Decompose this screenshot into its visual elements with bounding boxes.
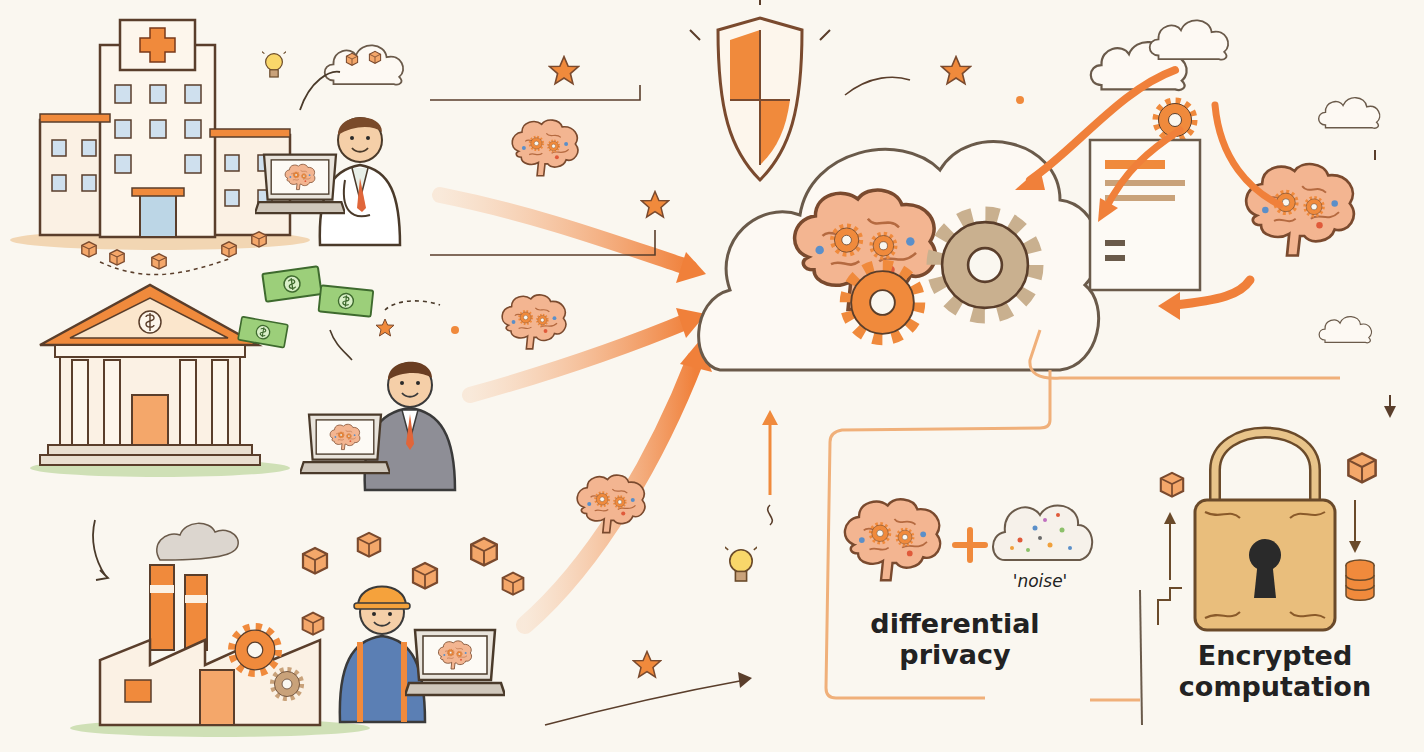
factory xyxy=(70,520,523,737)
doctor xyxy=(255,45,403,245)
lock-figure xyxy=(1158,433,1376,631)
technique-label: differential privacy xyxy=(850,608,1060,670)
banker xyxy=(300,319,455,490)
noise-figure xyxy=(845,499,1092,580)
worker xyxy=(340,587,505,723)
technique-label: Encrypted computation xyxy=(1155,640,1395,702)
global-model-return xyxy=(1015,20,1396,418)
hospital xyxy=(10,20,310,275)
shield xyxy=(690,0,830,180)
noise-label: 'noise' xyxy=(985,572,1095,592)
bank xyxy=(30,266,440,477)
